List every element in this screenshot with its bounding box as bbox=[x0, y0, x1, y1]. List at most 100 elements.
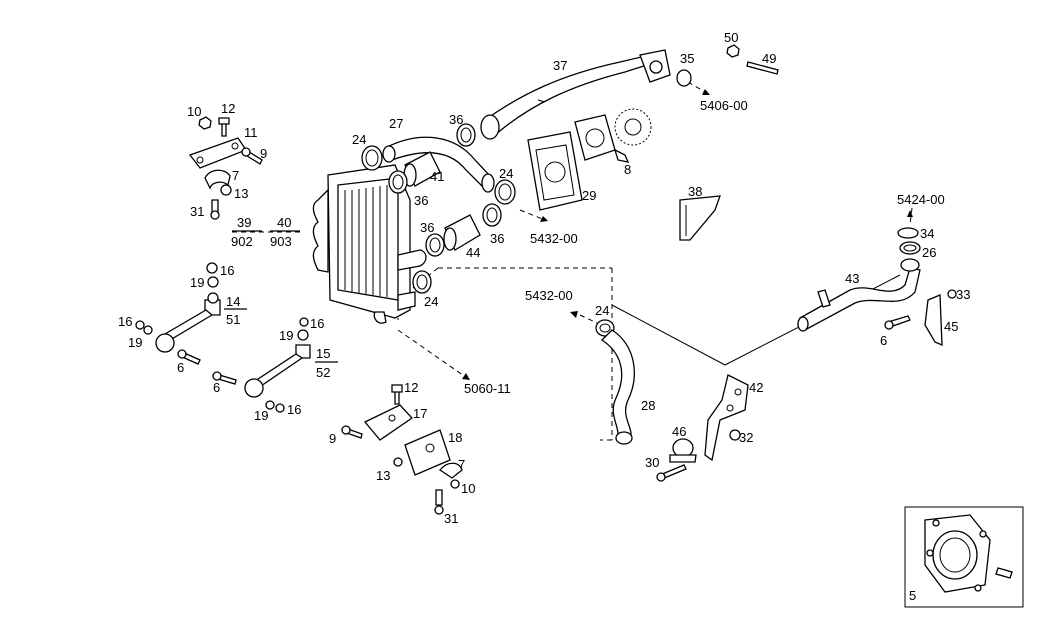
link-rod-15 bbox=[244, 317, 311, 413]
label-9: 9 bbox=[329, 431, 336, 446]
label-5060-11: 5060-11 bbox=[464, 381, 511, 396]
label-24: 24 bbox=[595, 303, 609, 318]
turbo-flange-8 bbox=[574, 108, 652, 163]
label-7: 7 bbox=[232, 168, 239, 183]
bolt-9-bottom bbox=[341, 425, 363, 439]
label-45: 45 bbox=[944, 319, 958, 334]
bracket-38 bbox=[679, 195, 721, 241]
label-42: 42 bbox=[749, 380, 763, 395]
label-35: 35 bbox=[680, 51, 694, 66]
label-29: 29 bbox=[582, 188, 596, 203]
label-5: 5 bbox=[909, 588, 916, 603]
label-12: 12 bbox=[221, 101, 235, 116]
label-18: 18 bbox=[448, 430, 462, 445]
label-33: 33 bbox=[956, 287, 970, 302]
label-52: 52 bbox=[316, 365, 330, 380]
bracket-42 bbox=[704, 374, 749, 462]
label-6: 6 bbox=[213, 380, 220, 395]
label-16: 16 bbox=[118, 314, 132, 329]
bolt-9-top bbox=[241, 147, 263, 165]
small-parts-16-19-left bbox=[135, 320, 153, 335]
label-24: 24 bbox=[499, 166, 513, 181]
label-13: 13 bbox=[234, 186, 248, 201]
hose-41 bbox=[403, 151, 441, 187]
bolt-31-top bbox=[210, 199, 220, 220]
nut-50 bbox=[726, 44, 740, 58]
bolt-30 bbox=[656, 464, 687, 482]
bolt-6-left1 bbox=[177, 349, 201, 365]
label-16: 16 bbox=[310, 316, 324, 331]
nut-13-top bbox=[220, 184, 232, 196]
nut-13-bottom bbox=[393, 457, 403, 467]
nut-32 bbox=[729, 429, 741, 441]
label-5432-00: 5432-00 bbox=[530, 231, 578, 246]
bracket-45 bbox=[924, 294, 943, 347]
label-11: 11 bbox=[244, 125, 258, 140]
pipe-27 bbox=[382, 136, 495, 193]
bolt-6-right bbox=[884, 315, 911, 330]
label-24: 24 bbox=[424, 294, 438, 309]
label-8: 8 bbox=[624, 162, 631, 177]
nut-10-top bbox=[198, 116, 212, 130]
label-49: 49 bbox=[762, 51, 776, 66]
label-46: 46 bbox=[672, 424, 686, 439]
stud-49 bbox=[746, 61, 779, 75]
label-19: 19 bbox=[190, 275, 204, 290]
label-16: 16 bbox=[287, 402, 301, 417]
hose-28 bbox=[600, 329, 635, 445]
label-16: 16 bbox=[220, 263, 234, 278]
label-902: 902 bbox=[231, 234, 253, 249]
hose-44 bbox=[443, 214, 481, 251]
label-24: 24 bbox=[352, 132, 366, 147]
label-5424-00: 5424-00 bbox=[897, 192, 945, 207]
pipe-37 bbox=[480, 49, 671, 140]
label-26: 26 bbox=[922, 245, 936, 260]
label-27: 27 bbox=[389, 116, 403, 131]
label-7: 7 bbox=[458, 457, 465, 472]
nut-10-bottom bbox=[450, 479, 460, 489]
ring-34 bbox=[897, 227, 919, 239]
label-12: 12 bbox=[404, 380, 418, 395]
label-40: 40 bbox=[277, 215, 291, 230]
label-5406-00: 5406-00 bbox=[700, 98, 748, 113]
clamp-7-bottom bbox=[439, 462, 463, 479]
label-41: 41 bbox=[430, 169, 444, 184]
label-36: 36 bbox=[420, 220, 434, 235]
clamp-46 bbox=[669, 438, 697, 463]
nut-33 bbox=[947, 289, 957, 299]
label-38: 38 bbox=[688, 184, 702, 199]
label-6: 6 bbox=[880, 333, 887, 348]
label-51: 51 bbox=[226, 312, 240, 327]
flange-29 bbox=[527, 131, 583, 211]
intercooler-core bbox=[312, 164, 427, 324]
bolt-6-left2 bbox=[212, 371, 237, 385]
label-10: 10 bbox=[187, 104, 201, 119]
label-5432-00: 5432-00 bbox=[525, 288, 573, 303]
clamps bbox=[361, 123, 615, 337]
label-36: 36 bbox=[414, 193, 428, 208]
bolt-12-top bbox=[218, 117, 230, 137]
label-34: 34 bbox=[920, 226, 934, 241]
label-17: 17 bbox=[413, 406, 427, 421]
label-19: 19 bbox=[279, 328, 293, 343]
bracket-18 bbox=[404, 429, 451, 476]
label-36: 36 bbox=[490, 231, 504, 246]
label-19: 19 bbox=[254, 408, 268, 423]
label-15: 15 bbox=[316, 346, 330, 361]
label-30: 30 bbox=[645, 455, 659, 470]
label-36: 36 bbox=[449, 112, 463, 127]
pipe-43 bbox=[797, 258, 921, 332]
label-32: 32 bbox=[739, 430, 753, 445]
bolt-31-bottom bbox=[434, 489, 444, 515]
part-labels: 50 49 35 37 5406-00 10 12 11 9 7 13 31 3… bbox=[118, 30, 970, 603]
label-14: 14 bbox=[226, 294, 240, 309]
bolt-12-bottom bbox=[391, 384, 403, 405]
label-43: 43 bbox=[845, 271, 859, 286]
bracket-17 bbox=[363, 404, 413, 441]
bracket-11 bbox=[188, 137, 247, 169]
label-13: 13 bbox=[376, 468, 390, 483]
label-44: 44 bbox=[466, 245, 480, 260]
label-37: 37 bbox=[553, 58, 567, 73]
